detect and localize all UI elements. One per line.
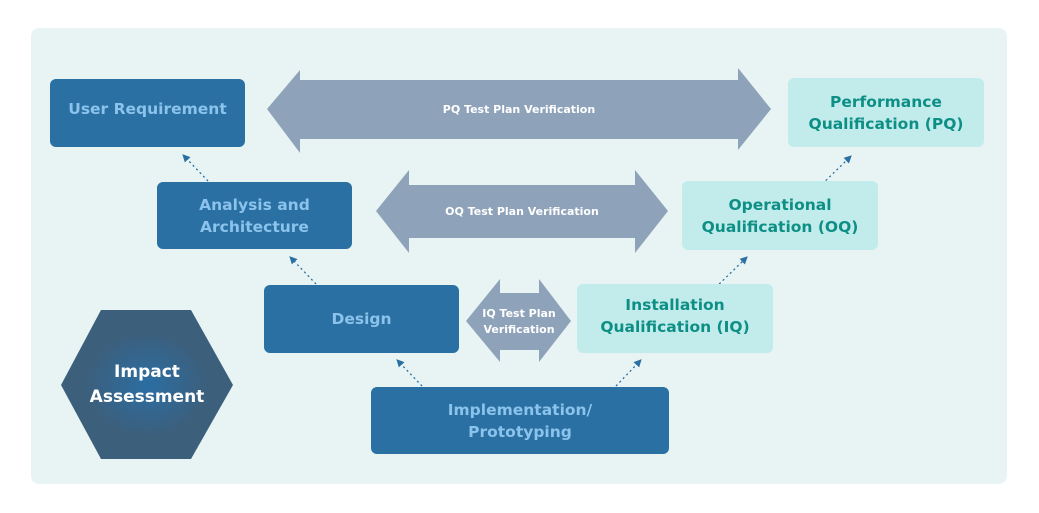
- iq-verification-label: IQ Test Plan Verification: [482, 306, 556, 336]
- iq-label: Installation Qualification (IQ): [600, 295, 750, 336]
- pq-verification-arrow: [267, 68, 771, 153]
- oq-verification-arrow: [376, 170, 668, 253]
- implementation-label: Implementation/ Prototyping: [447, 400, 593, 441]
- user-requirement-box: User Requirement: [50, 79, 245, 147]
- iq-box: Installation Qualification (IQ): [577, 284, 773, 353]
- connector-implementation-to-design: [396, 359, 423, 387]
- pq-label: Performance Qualification (PQ): [808, 92, 964, 133]
- pq-box: Performance Qualification (PQ): [788, 78, 984, 147]
- analysis-architecture-box: Analysis and Architecture: [157, 182, 352, 249]
- connector-implementation-to-iq: [615, 359, 642, 387]
- connector-analysis-to-user: [182, 154, 209, 182]
- oq-label: Operational Qualification (OQ): [701, 195, 859, 236]
- oq-box: Operational Qualification (OQ): [682, 181, 878, 250]
- pq-verification-label: PQ Test Plan Verification: [442, 102, 596, 116]
- implementation-box: Implementation/ Prototyping: [371, 387, 669, 454]
- oq-verification-label: OQ Test Plan Verification: [445, 204, 599, 218]
- impact-assessment-label: Impact Assessment: [89, 362, 205, 407]
- connector-design-to-analysis: [289, 256, 317, 285]
- analysis-architecture-label: Analysis and Architecture: [199, 195, 310, 236]
- iq-verification-arrow: [466, 279, 571, 362]
- impact-assessment-hexagon: [61, 310, 233, 459]
- user-requirement-label: User Requirement: [68, 100, 227, 118]
- design-box: Design: [264, 285, 459, 353]
- design-label: Design: [331, 310, 392, 328]
